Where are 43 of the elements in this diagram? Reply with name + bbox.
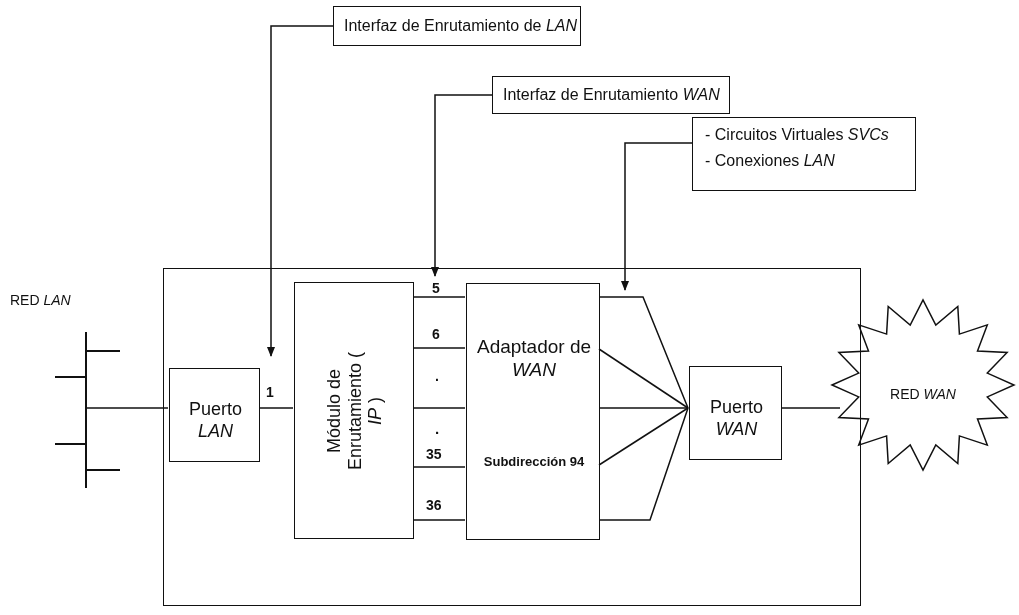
network-starburst — [830, 298, 1016, 472]
node-label: - Circuitos Virtuales SVCs — [705, 126, 889, 144]
connector-line — [431, 94, 493, 277]
connector-line — [412, 466, 466, 468]
connector-line — [412, 347, 466, 349]
port-number: 36 — [426, 497, 442, 513]
callout-box — [492, 76, 730, 114]
connector-line — [258, 407, 294, 409]
connector-line — [598, 407, 689, 466]
node-label: Interfaz de Enrutamiento WAN — [503, 86, 720, 104]
connector-line — [598, 407, 689, 409]
connector-line — [412, 407, 466, 409]
callout-box — [692, 117, 916, 191]
connector-line — [780, 407, 841, 409]
subaddress-label: Subdirección 94 — [482, 454, 586, 470]
port-box — [689, 366, 782, 460]
connector-line — [412, 519, 466, 521]
node-label: - Conexiones LAN — [705, 152, 835, 170]
port-number: · — [435, 424, 440, 441]
connector-line — [621, 142, 693, 291]
port-number: 6 — [432, 326, 440, 342]
node-label: Puerto WAN — [708, 397, 764, 441]
bus-drawing — [55, 331, 120, 489]
port-number: 35 — [426, 446, 442, 462]
callout-box — [333, 6, 581, 46]
connector-line — [412, 296, 466, 298]
connector-line — [598, 407, 689, 521]
port-number: 1 — [266, 384, 274, 400]
node-label: Puerto LAN — [187, 399, 243, 443]
connector-line — [267, 25, 334, 357]
port-box — [169, 368, 260, 462]
port-number: · — [435, 372, 440, 388]
node-label: Adaptador de WAN — [475, 336, 593, 382]
node-label: Interfaz de Enrutamiento de LAN — [344, 17, 578, 35]
connector-line — [598, 348, 689, 409]
connector-line — [598, 296, 689, 409]
node-label: RED WAN — [889, 386, 957, 403]
module-box — [294, 282, 414, 539]
adapter-box — [466, 283, 600, 540]
connector-line — [85, 407, 169, 409]
port-number: 5 — [432, 280, 440, 296]
network-label: RED LAN — [10, 292, 71, 308]
router-box — [163, 268, 861, 606]
